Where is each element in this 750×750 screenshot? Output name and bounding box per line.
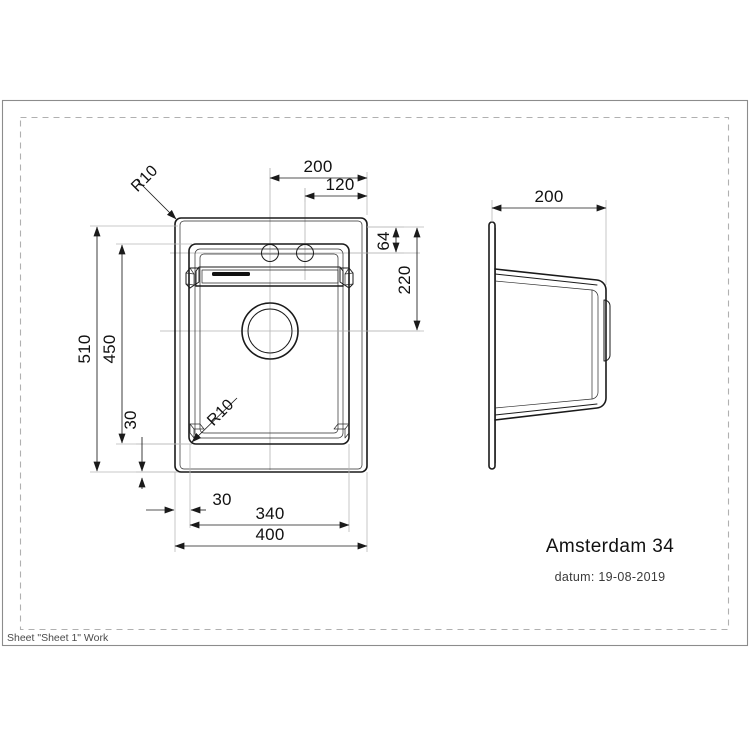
sink-inner-bowl bbox=[188, 243, 350, 445]
dim-400-bottom-label: 400 bbox=[256, 525, 285, 544]
dim-510-left: 510 bbox=[75, 225, 178, 473]
sink-ledge-shelf bbox=[185, 266, 354, 289]
dim-30-bottom: 30 bbox=[146, 444, 231, 528]
side-view: 200 bbox=[488, 187, 611, 470]
dim-30-left-label: 30 bbox=[121, 410, 140, 429]
dim-64-right: 64 bbox=[350, 226, 404, 254]
dim-30-left: 30 bbox=[121, 410, 192, 489]
title-block: Amsterdam 34 datum: 19-08-2019 bbox=[546, 536, 674, 584]
tap-hole-right bbox=[296, 244, 314, 262]
radius-top-left-label: R10 bbox=[128, 162, 161, 195]
dim-220-right-label: 220 bbox=[395, 266, 414, 295]
sink-outer-rim bbox=[174, 217, 368, 473]
drawing-date: datum: 19-08-2019 bbox=[555, 570, 666, 584]
top-view-centerlines bbox=[160, 168, 420, 470]
tap-holes bbox=[261, 244, 314, 262]
dim-30-bottom-label: 30 bbox=[212, 490, 231, 509]
dim-450-left: 450 bbox=[100, 243, 192, 445]
dim-220-right: 220 bbox=[300, 226, 424, 332]
sheet-reference-label: Sheet "Sheet 1" Work bbox=[7, 632, 109, 644]
dim-120-top-label: 120 bbox=[326, 175, 355, 194]
top-view: 200 120 64 220 bbox=[75, 157, 424, 552]
dim-120-top: 120 bbox=[304, 175, 368, 202]
dim-200-side: 200 bbox=[491, 187, 607, 285]
side-view-rib bbox=[603, 299, 611, 362]
radius-bottom-left: R10 bbox=[191, 396, 237, 443]
product-name: Amsterdam 34 bbox=[546, 536, 674, 557]
side-view-bowl-body bbox=[494, 268, 607, 421]
radius-bottom-left-label: R10 bbox=[204, 396, 237, 429]
dim-340-bottom: 340 bbox=[189, 444, 350, 532]
dim-64-right-label: 64 bbox=[374, 231, 393, 250]
drain-opening bbox=[241, 302, 299, 360]
dim-400-bottom: 400 bbox=[174, 472, 368, 552]
dim-510-left-label: 510 bbox=[75, 335, 94, 364]
sheet-frame bbox=[1, 99, 749, 647]
footer: Sheet "Sheet 1" Work bbox=[7, 632, 109, 644]
dim-340-bottom-label: 340 bbox=[256, 504, 285, 523]
dim-200-top-label: 200 bbox=[304, 157, 333, 176]
dim-450-left-label: 450 bbox=[100, 335, 119, 364]
radius-top-left: R10 bbox=[128, 162, 177, 220]
tap-hole-left bbox=[261, 244, 279, 262]
side-view-rim-flange bbox=[488, 221, 496, 470]
dim-200-side-label: 200 bbox=[535, 187, 564, 206]
